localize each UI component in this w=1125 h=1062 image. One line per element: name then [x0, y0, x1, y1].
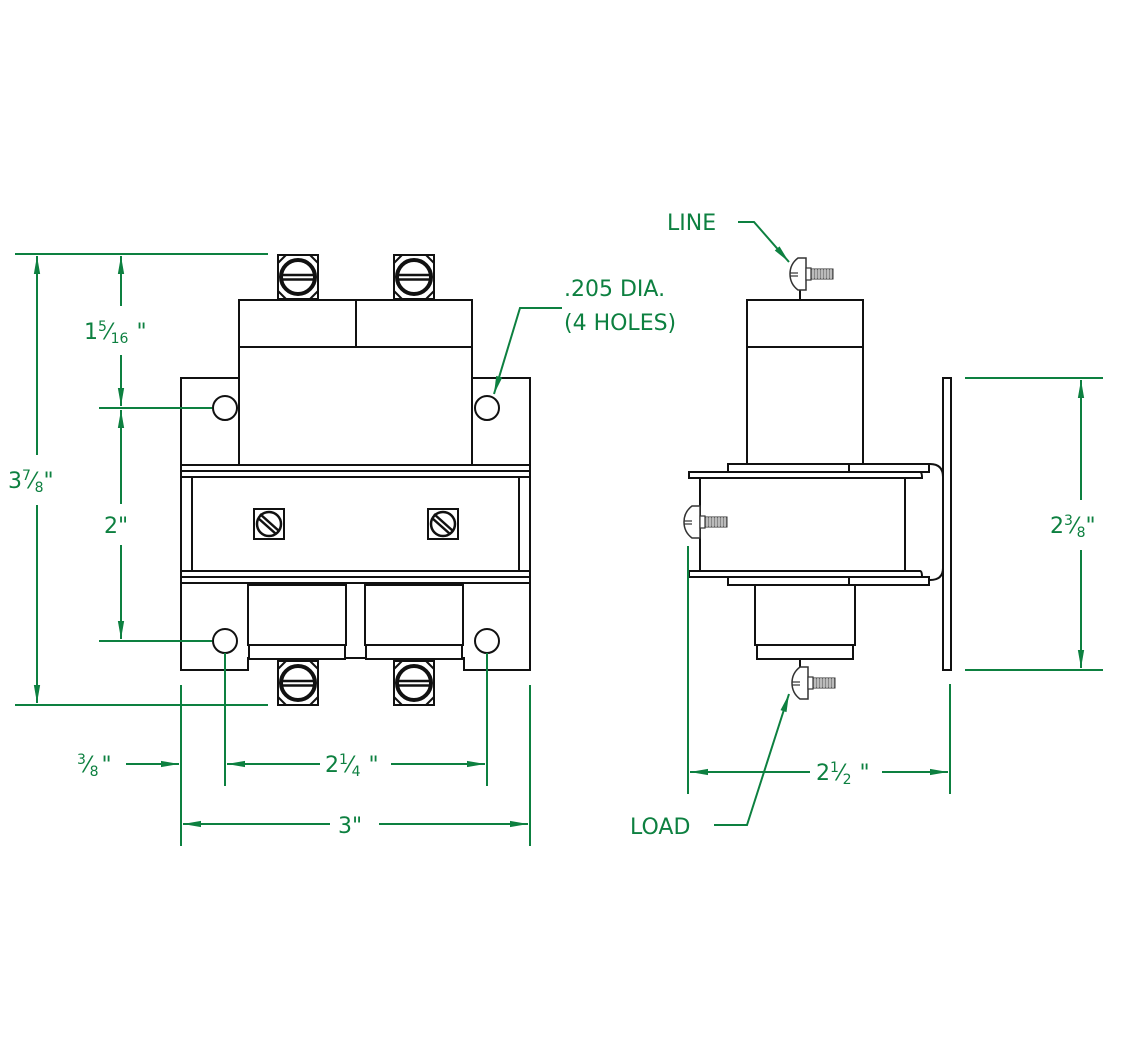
- dim-overall-height: 37⁄8": [8, 468, 54, 496]
- dim-edge-to-hole: 3⁄8": [77, 752, 112, 780]
- dim-hole-spacing-vertical: 2": [104, 514, 128, 539]
- mounting-bracket: [942, 377, 952, 671]
- adjust-screw-icon: [426, 507, 460, 541]
- terminal-screw-icon: [392, 659, 436, 707]
- side-dimensions: [687, 221, 1103, 826]
- side-lower-body: [754, 584, 856, 646]
- front-dimensions: [15, 253, 562, 846]
- dim-bracket-height: 23⁄8": [1050, 513, 1096, 541]
- mounting-hole-icon: [212, 395, 238, 421]
- terminal-screw-icon: [276, 659, 320, 707]
- hole-callout-line2: (4 HOLES): [564, 311, 676, 336]
- side-view: [683, 257, 952, 700]
- lower-block-left: [247, 584, 347, 646]
- front-view: [180, 253, 531, 707]
- dim-top-to-hole: 15⁄16": [84, 319, 147, 347]
- line-label: LINE: [667, 211, 716, 236]
- terminal-screw-icon: [276, 253, 320, 301]
- mounting-hole-icon: [474, 628, 500, 654]
- dim-overall-width: 3": [338, 814, 362, 839]
- terminal-screw-icon: [392, 253, 436, 301]
- dim-depth: 21⁄2": [816, 760, 870, 788]
- mounting-hole-icon: [212, 628, 238, 654]
- dim-hole-spacing-horizontal: 21⁄4": [325, 752, 379, 780]
- adjust-screw-icon: [252, 507, 286, 541]
- line-terminal-screw-icon: [789, 257, 834, 291]
- channel-body: [180, 476, 531, 574]
- mounting-plate-bottom: [180, 578, 531, 671]
- lower-block-right: [364, 584, 464, 646]
- load-label: LOAD: [630, 815, 690, 840]
- side-upper-body: [746, 299, 864, 467]
- mounting-hole-icon: [474, 395, 500, 421]
- side-channel: [699, 477, 906, 572]
- hole-callout-line1: .205 DIA.: [564, 277, 665, 302]
- load-terminal-screw-icon: [791, 666, 836, 700]
